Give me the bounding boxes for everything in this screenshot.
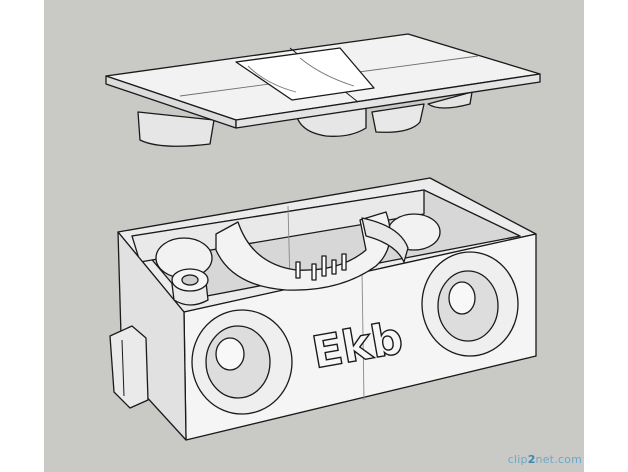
box-left-face xyxy=(117,231,187,441)
lid-tab-right xyxy=(371,103,425,133)
lid-right-edge xyxy=(235,73,541,129)
lid xyxy=(105,33,541,147)
speaker-hole-left xyxy=(191,309,293,415)
watermark-prefix: clip xyxy=(507,453,528,466)
watermark-number: 2 xyxy=(527,453,536,466)
interior-parts xyxy=(155,211,441,306)
box-body xyxy=(109,177,537,441)
speaker-hole-right xyxy=(421,251,519,357)
lid-slot xyxy=(235,47,375,101)
watermark-suffix: net.com xyxy=(535,453,582,466)
lid-tab-far-right xyxy=(427,91,473,109)
watermark: clip2net.com xyxy=(508,453,582,466)
side-clip xyxy=(109,325,149,409)
lid-tab-left xyxy=(137,111,215,147)
